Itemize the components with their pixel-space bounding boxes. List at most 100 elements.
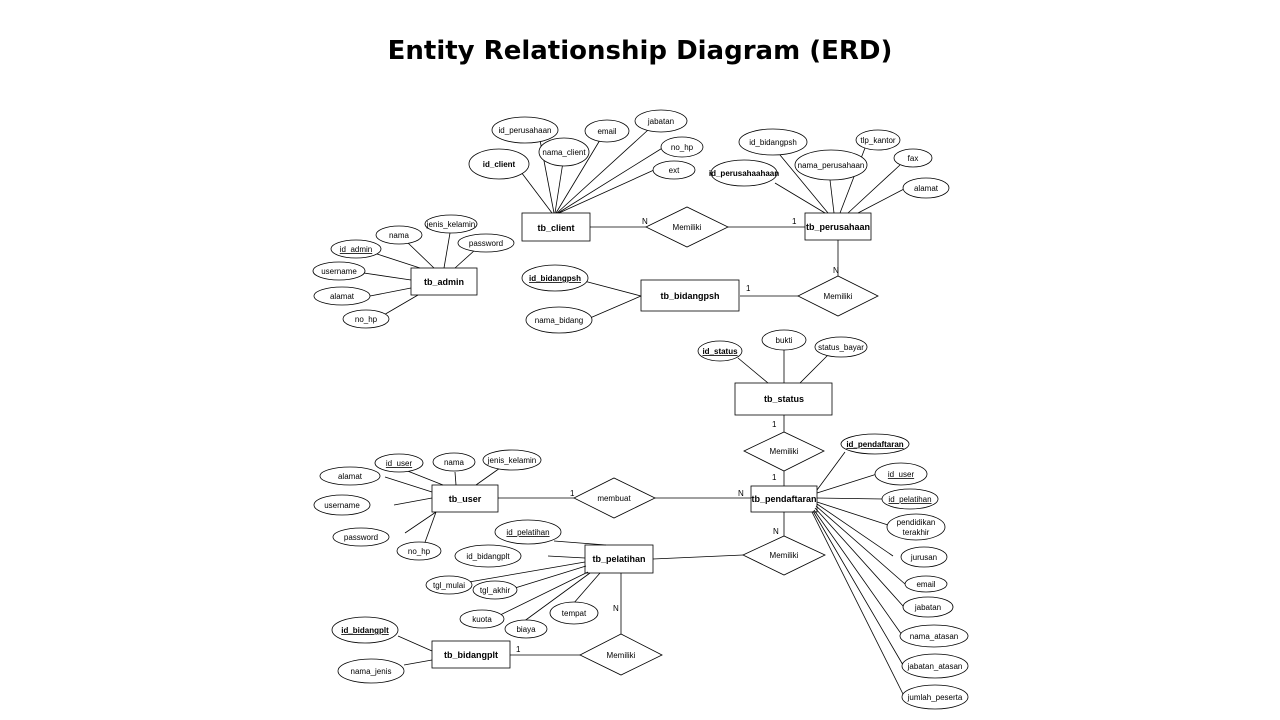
attribute-password: password (332, 527, 390, 547)
entities: tb_client tb_perusahaan tb_admin tb_bida… (410, 212, 872, 669)
svg-text:ext: ext (669, 166, 680, 175)
connector-lines (356, 129, 906, 697)
attribute-bukti: bukti (761, 329, 807, 351)
entity-tb-pendaftaran: tb_pendaftaran (750, 485, 818, 513)
attribute-id-status: id_status (697, 340, 743, 362)
attribute-alamat: alamat (902, 177, 950, 199)
attribute-nama: nama (432, 452, 476, 472)
svg-text:id_admin: id_admin (340, 245, 372, 254)
relationships: Memiliki Memiliki Memiliki membuat Memil… (573, 206, 879, 676)
svg-text:tb_status: tb_status (764, 394, 804, 404)
attribute-ext: ext (652, 160, 696, 180)
svg-text:email: email (916, 580, 935, 589)
attribute-no-hp: no_hp (342, 309, 390, 329)
diagram-title: Entity Relationship Diagram (ERD) (387, 36, 893, 66)
svg-text:Memiliki: Memiliki (824, 292, 853, 301)
svg-text:tb_perusahaan: tb_perusahaan (806, 222, 870, 232)
svg-text:status_bayar: status_bayar (818, 343, 864, 352)
relationship-client-perusahaan: Memiliki (645, 206, 729, 248)
svg-text:Memiliki: Memiliki (770, 551, 799, 560)
svg-text:nama_atasan: nama_atasan (910, 632, 958, 641)
svg-text:alamat: alamat (914, 184, 939, 193)
attribute-email: email (904, 575, 948, 593)
svg-text:nama_perusahaan: nama_perusahaan (798, 161, 865, 170)
svg-text:username: username (321, 267, 357, 276)
entity-tb-user: tb_user (431, 484, 499, 513)
relationship-status-pendaftaran: Memiliki (743, 431, 825, 472)
svg-text:nama: nama (444, 458, 465, 467)
attribute-tlp-kantor: tlp_kantor (855, 129, 901, 151)
svg-text:nama: nama (389, 231, 410, 240)
svg-text:jabatan: jabatan (914, 603, 941, 612)
svg-text:tb_user: tb_user (449, 494, 482, 504)
svg-text:jabatan: jabatan (647, 117, 674, 126)
attribute-id-pelatihan: id_pelatihan (494, 519, 562, 545)
attribute-id-user: id_user (374, 453, 424, 473)
attributes: id_client id_perusahaan nama_client emai… (312, 109, 969, 710)
attribute-nama-bidang: nama_bidang (525, 306, 593, 334)
attribute-jumlah-peserta: jumlah_peserta (901, 684, 969, 710)
svg-text:tb_pelatihan: tb_pelatihan (592, 554, 645, 564)
cardinality-label: N (773, 527, 779, 536)
attribute-nama-client: nama_client (538, 137, 590, 167)
attribute-id-pelatihan: id_pelatihan (881, 488, 939, 510)
svg-text:tb_pendaftaran: tb_pendaftaran (751, 494, 816, 504)
svg-text:fax: fax (908, 154, 919, 163)
attribute-email: email (584, 119, 630, 143)
attribute-id-bidangplt: id_bidangplt (454, 544, 522, 568)
attribute-tgl-akhir: tgl_akhir (472, 580, 518, 600)
svg-text:pendidikan: pendidikan (897, 518, 936, 527)
svg-text:id_bidangpsh: id_bidangpsh (749, 138, 797, 147)
relationship-user-pendaftaran: membuat (573, 477, 656, 519)
entity-tb-pelatihan: tb_pelatihan (584, 544, 654, 574)
svg-text:tb_client: tb_client (537, 223, 574, 233)
svg-text:id_perusahaan: id_perusahaan (499, 126, 552, 135)
attribute-no-hp: no_hp (396, 541, 442, 561)
entity-tb-perusahaan: tb_perusahaan (804, 212, 872, 241)
attribute-nama-atasan: nama_atasan (899, 624, 969, 648)
attribute-id-bidangpsh: id_bidangpsh (738, 128, 808, 156)
cardinality-label: 1 (570, 489, 575, 498)
svg-text:id_pelatihan: id_pelatihan (506, 528, 549, 537)
attribute-id-bidangplt: id_bidangplt (331, 616, 399, 644)
cardinality-label: 1 (772, 473, 777, 482)
svg-text:id_bidangplt: id_bidangplt (341, 626, 389, 635)
attribute-jabatan: jabatan (902, 596, 954, 618)
attribute-id-bidangpsh: id_bidangpsh (521, 264, 589, 292)
svg-text:jumlah_peserta: jumlah_peserta (907, 693, 963, 702)
cardinality-label: N (833, 266, 839, 275)
entity-tb-client: tb_client (521, 212, 591, 242)
svg-text:jenis_kelamin: jenis_kelamin (426, 220, 475, 229)
relationship-perusahaan-bidangpsh: Memiliki (797, 275, 879, 317)
svg-text:id_user: id_user (888, 470, 915, 479)
attribute-jabatan: jabatan (634, 109, 688, 133)
svg-text:password: password (469, 239, 503, 248)
attribute-jenis-kelamin: jenis_kelamin (482, 449, 542, 471)
svg-text:password: password (344, 533, 378, 542)
cardinality-label: 1 (516, 645, 521, 654)
svg-text:id_perusahaahaan: id_perusahaahaan (709, 169, 779, 178)
relationship-pelatihan-bidangplt: Memiliki (579, 633, 663, 676)
cardinality-label: N (613, 604, 619, 613)
svg-text:no_hp: no_hp (671, 143, 694, 152)
svg-text:email: email (597, 127, 616, 136)
svg-text:nama_bidang: nama_bidang (535, 316, 583, 325)
svg-text:tgl_mulai: tgl_mulai (433, 581, 465, 590)
svg-text:jabatan_atasan: jabatan_atasan (907, 662, 963, 671)
svg-text:terakhir: terakhir (903, 528, 930, 537)
attribute-biaya: biaya (504, 619, 548, 639)
attribute-fax: fax (893, 148, 933, 168)
attribute-id-client: id_client (468, 148, 530, 180)
svg-text:id_bidangplt: id_bidangplt (466, 552, 510, 561)
attribute-tempat: tempat (549, 601, 599, 625)
svg-text:tempat: tempat (562, 609, 587, 618)
attribute-no-hp: no_hp (660, 136, 704, 158)
svg-text:id_client: id_client (483, 160, 516, 169)
cardinality-label: 1 (792, 217, 797, 226)
attribute-nama-perusahaan: nama_perusahaan (794, 149, 868, 181)
svg-text:Memiliki: Memiliki (607, 651, 636, 660)
entity-tb-status: tb_status (734, 382, 833, 416)
svg-text:biaya: biaya (516, 625, 536, 634)
svg-text:id_bidangpsh: id_bidangpsh (529, 274, 581, 283)
